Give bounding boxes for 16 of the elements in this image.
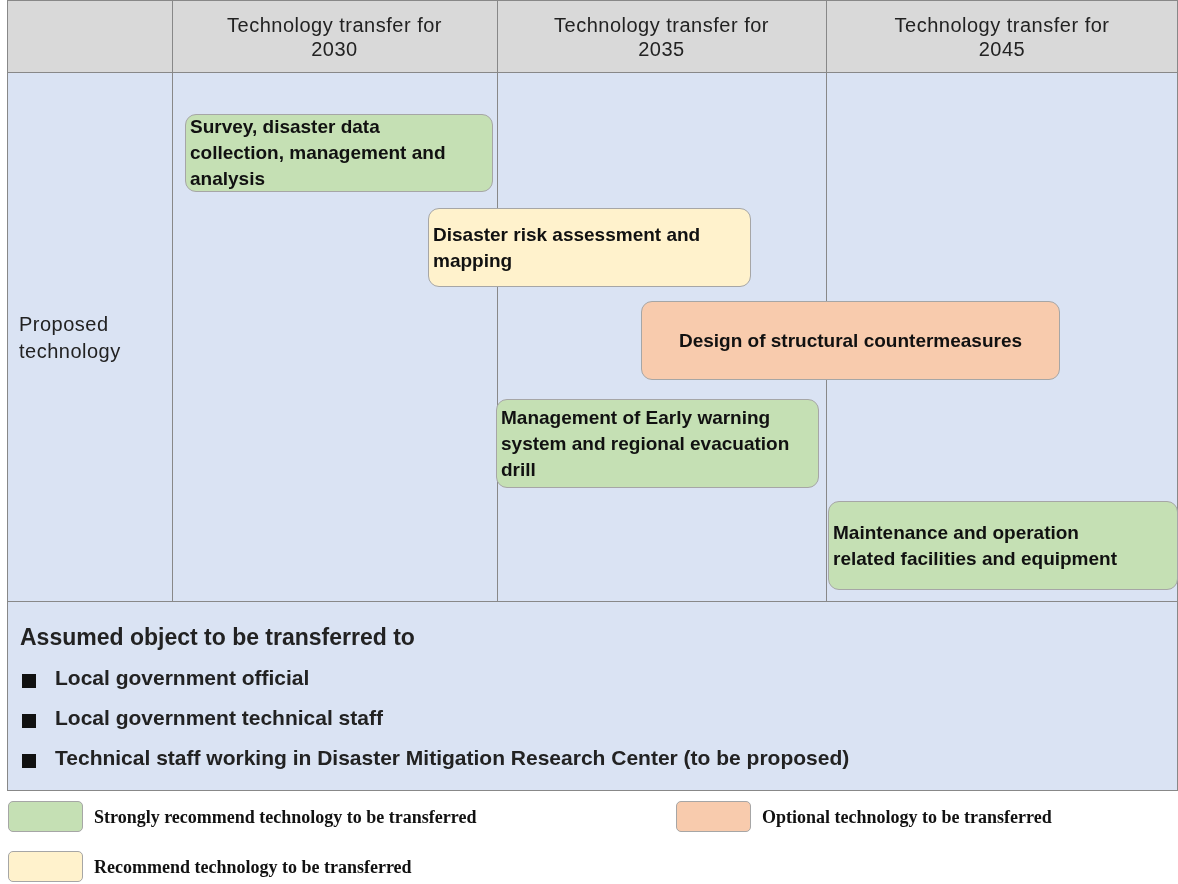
panel-heading: Assumed object to be transferred to [20, 624, 415, 651]
technology-bar: Design of structural countermeasures [641, 301, 1060, 380]
list-item: Technical staff working in Disaster Mitigation Research Center (to be proposed) [55, 746, 850, 770]
list-item: Local government official [55, 666, 310, 690]
technology-bar: Survey, disaster data collection, management and analysis [185, 114, 493, 192]
technology-bar: Disaster risk assessment and mapping [428, 208, 751, 287]
column-header: Technology transfer for 2030 [226, 13, 443, 61]
column-header: Technology transfer for 2045 [893, 13, 1111, 61]
list-item: Local government technical staff [55, 706, 383, 730]
legend-label: Optional technology to be transferred [762, 807, 1052, 828]
technology-bar: Maintenance and operation related facilities and equipment [828, 501, 1178, 590]
legend-label: Strongly recommend technology to be transferred [94, 807, 477, 828]
technology-bar: Management of Early warning system and regional evacuation drill [496, 399, 819, 488]
legend-label: Recommend technology to be transferred [94, 857, 412, 878]
row-header: Proposed technology [19, 312, 122, 364]
column-header: Technology transfer for 2035 [553, 13, 770, 61]
